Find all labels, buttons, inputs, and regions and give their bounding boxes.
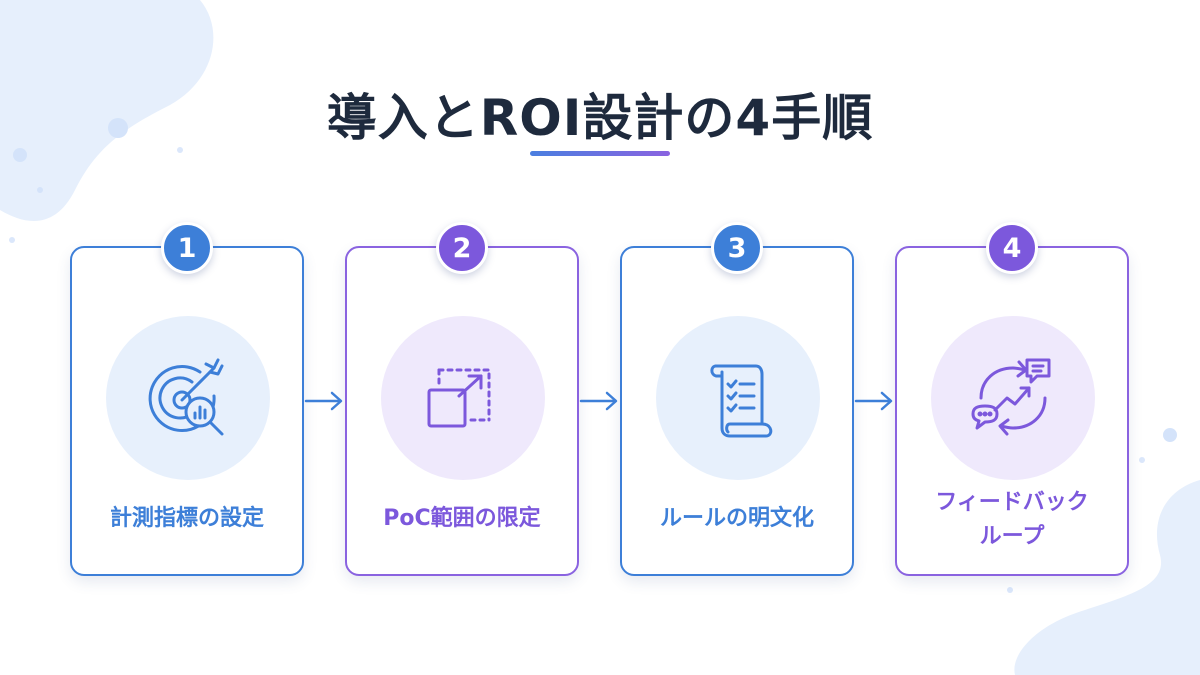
step-4-label: フィードバック ループ xyxy=(935,490,1089,549)
step-4-badge: 4 xyxy=(986,222,1038,274)
step-1-card: 計測指標の設定 xyxy=(70,246,304,576)
step-3-icon-circle xyxy=(656,316,820,480)
arrow-step-3-to-4 xyxy=(854,391,893,411)
step-3-badge: 3 xyxy=(711,222,763,274)
step-4-icon-circle xyxy=(931,316,1095,480)
step-4-card: フィードバック ループ xyxy=(895,246,1129,576)
scope-expand-icon xyxy=(427,368,491,428)
step-3-card: ルールの明文化 xyxy=(620,246,854,576)
step-2-card: PoC範囲の限定 xyxy=(345,246,579,576)
page-title: 導入とROI設計の4手順 xyxy=(326,89,874,147)
step-1-badge: 1 xyxy=(161,222,213,274)
background-blob-bottom-right xyxy=(1007,480,1200,675)
title-underline xyxy=(530,151,670,156)
target-analytics-icon xyxy=(148,358,224,436)
step-1-icon-circle xyxy=(106,316,270,480)
rules-document-icon xyxy=(710,364,773,438)
step-1-number: 1 xyxy=(177,232,197,264)
step-2-icon-circle xyxy=(381,316,545,480)
step-3-number: 3 xyxy=(727,232,747,264)
background-blob-top-left xyxy=(0,0,214,243)
background-dots-right xyxy=(1139,428,1177,463)
step-2-number: 2 xyxy=(452,232,472,264)
step-4-number: 4 xyxy=(1002,232,1022,264)
step-2-label: PoC範囲の限定 xyxy=(383,506,541,531)
arrow-step-2-to-3 xyxy=(579,391,618,411)
arrow-step-1-to-2 xyxy=(304,391,343,411)
step-2-badge: 2 xyxy=(436,222,488,274)
step-3-label: ルールの明文化 xyxy=(659,506,814,531)
feedback-loop-icon xyxy=(971,358,1051,436)
step-1-label: 計測指標の設定 xyxy=(109,506,264,531)
